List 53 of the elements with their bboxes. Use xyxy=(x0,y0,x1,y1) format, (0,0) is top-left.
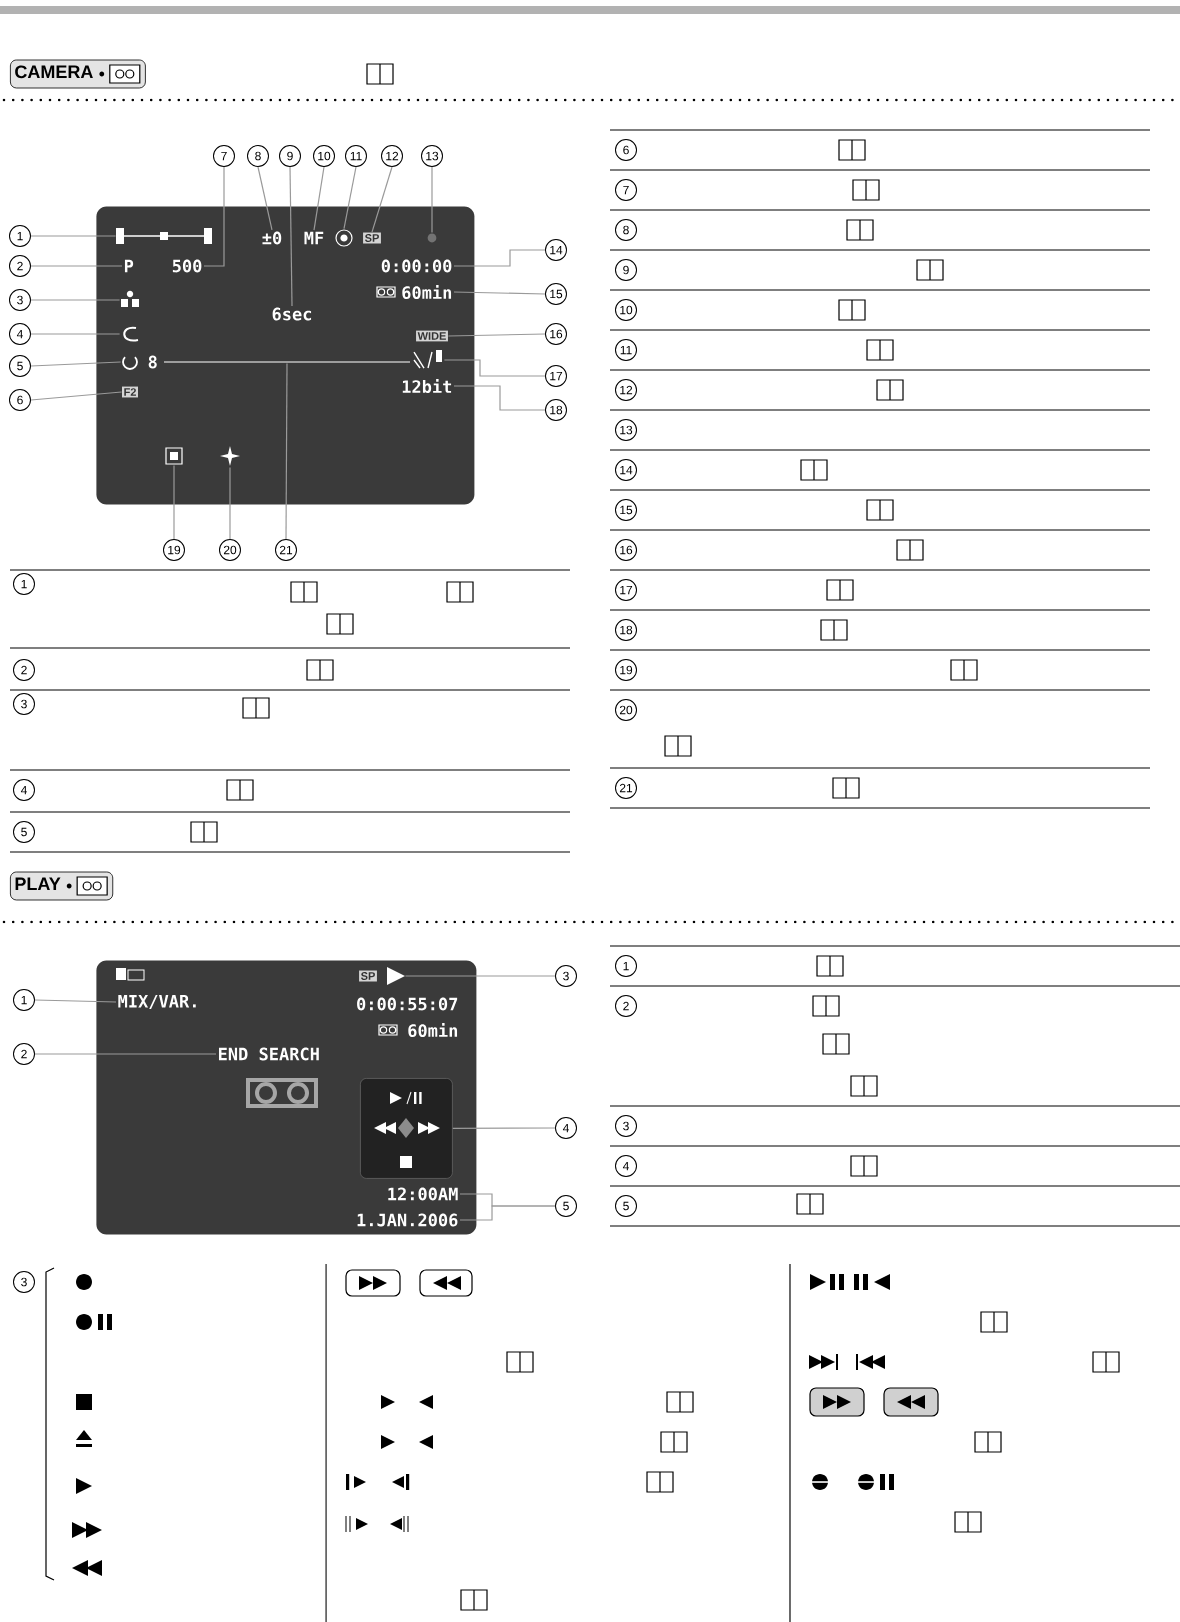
play-icon xyxy=(387,967,405,985)
leader-line xyxy=(30,333,121,335)
leader-line xyxy=(431,166,433,234)
display-readout: END SEARCH xyxy=(219,1047,319,1061)
display-readout: 12:00AM xyxy=(388,1187,458,1201)
leader-line xyxy=(459,1205,556,1221)
leader-line xyxy=(30,391,123,401)
leader-line xyxy=(285,362,288,540)
leader-line xyxy=(257,166,273,231)
display-readout: 60min xyxy=(402,284,452,300)
stabilizer-icon xyxy=(335,229,353,247)
leader-line xyxy=(30,299,121,301)
display-readout: 12bit xyxy=(402,378,452,394)
display-readout: 0:00:55:07 xyxy=(357,997,458,1011)
display-readout: P xyxy=(124,259,134,273)
leader-line xyxy=(173,464,175,540)
display-readout: ±0 xyxy=(262,231,282,245)
display-readout: 60min xyxy=(408,1022,458,1038)
control-panel xyxy=(360,1078,453,1179)
marker-line xyxy=(163,361,411,363)
leader-line xyxy=(343,166,357,230)
display-readout: MF xyxy=(304,231,324,245)
display-readout: 8 xyxy=(148,355,157,369)
scene-icon xyxy=(121,290,139,307)
display-readout: 1.JAN.2006 xyxy=(357,1213,458,1227)
leader-line xyxy=(453,249,546,267)
leader-line xyxy=(289,166,293,307)
leader-line xyxy=(453,385,546,411)
leader-line xyxy=(447,333,546,337)
leader-line xyxy=(30,265,123,267)
display-screen xyxy=(96,206,475,505)
sparkle-icon xyxy=(220,446,240,466)
leader-line xyxy=(404,975,556,977)
self-timer-icon xyxy=(122,356,138,370)
square-icon xyxy=(165,447,183,465)
leader-line xyxy=(313,166,325,231)
display-readout: MIX/VAR. xyxy=(118,995,196,1009)
leader-line xyxy=(371,166,393,233)
display-readout: 0:00:00 xyxy=(381,259,452,273)
leader-line xyxy=(30,235,117,237)
leader-line xyxy=(34,999,117,1003)
leader-line xyxy=(452,1127,556,1129)
wind-microphone-icon xyxy=(413,350,442,369)
leader-line xyxy=(453,291,546,295)
leader-line xyxy=(203,166,225,267)
leader-line xyxy=(30,361,122,367)
display-readout: 6sec xyxy=(272,307,312,321)
display-readout: 500 xyxy=(172,259,202,273)
leader-line xyxy=(34,1053,217,1055)
leader-line xyxy=(443,359,546,377)
zoom-bar-icon xyxy=(116,228,212,244)
leader-line xyxy=(229,466,231,540)
curl-icon xyxy=(123,326,139,342)
